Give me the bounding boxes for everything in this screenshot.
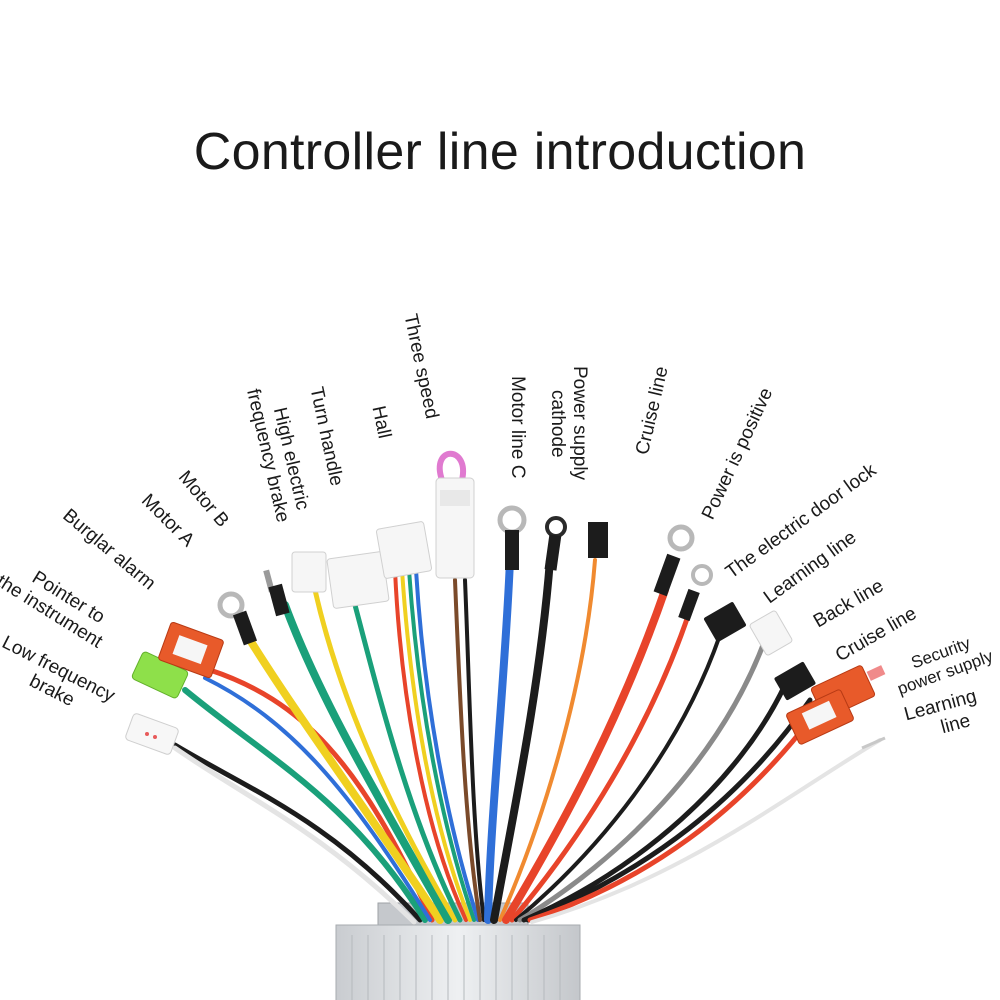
wire-door-lock: [509, 607, 693, 923]
connector-cruise-2: [774, 661, 816, 701]
diagram-title: Controller line introduction: [193, 123, 807, 181]
connector-burglar-alarm: [158, 621, 224, 679]
wire-hall-blue: [414, 568, 480, 922]
connector-cruise-1: [588, 522, 608, 558]
wire-cruise-2: [521, 682, 788, 923]
connector-power-positive: [653, 524, 695, 597]
wire-bundle: [172, 556, 882, 925]
wire-pointer-green: [182, 687, 428, 923]
wire-turn-handle: [352, 602, 463, 923]
connector-motor-c: [497, 505, 527, 570]
label-motor-c: Motor line C: [507, 376, 528, 479]
wire-motor-b: [281, 601, 452, 924]
wire-motor-c: [484, 556, 514, 924]
wire-high-freq-brake: [312, 587, 458, 923]
connector-low-frequency-brake: [125, 713, 179, 755]
wire-speed-black: [463, 578, 486, 922]
connector-door-lock: [678, 564, 713, 622]
wire-cruise-1: [498, 558, 597, 922]
wire-learning-1: [514, 633, 722, 922]
wire-alarm-blue: [203, 676, 432, 922]
wire-power-positive: [502, 586, 669, 924]
wire-low-frequency-brake-white: [172, 745, 417, 925]
wire-hall-red: [393, 568, 468, 922]
wire-speed-brown: [453, 578, 482, 922]
connector-learning-2-tip: [861, 736, 886, 750]
wire-learning-2: [530, 738, 882, 924]
wire-motor-a: [246, 636, 444, 924]
wire-low-frequency-brake: [172, 742, 423, 923]
wire-hall-yellow: [400, 568, 472, 922]
connector-learning-1: [704, 602, 746, 642]
connectors: [125, 450, 886, 755]
connector-learning-2-red: [786, 689, 854, 745]
connector-power-cathode: [544, 516, 567, 571]
connector-back-line: [749, 610, 793, 656]
connector-motor-b: [263, 569, 290, 617]
connector-motor-a: [217, 591, 258, 646]
connector-hall: [375, 521, 433, 579]
wire-security-red: [527, 717, 813, 923]
wire-power-cathode: [490, 556, 554, 924]
connector-turn-handle: [326, 551, 390, 609]
wire-back-line: [517, 637, 768, 923]
connector-three-speed: [435, 450, 475, 579]
wire-hall-green: [407, 568, 476, 922]
wire-security-power: [525, 697, 813, 923]
connector-high-freq-brake: [291, 551, 327, 593]
